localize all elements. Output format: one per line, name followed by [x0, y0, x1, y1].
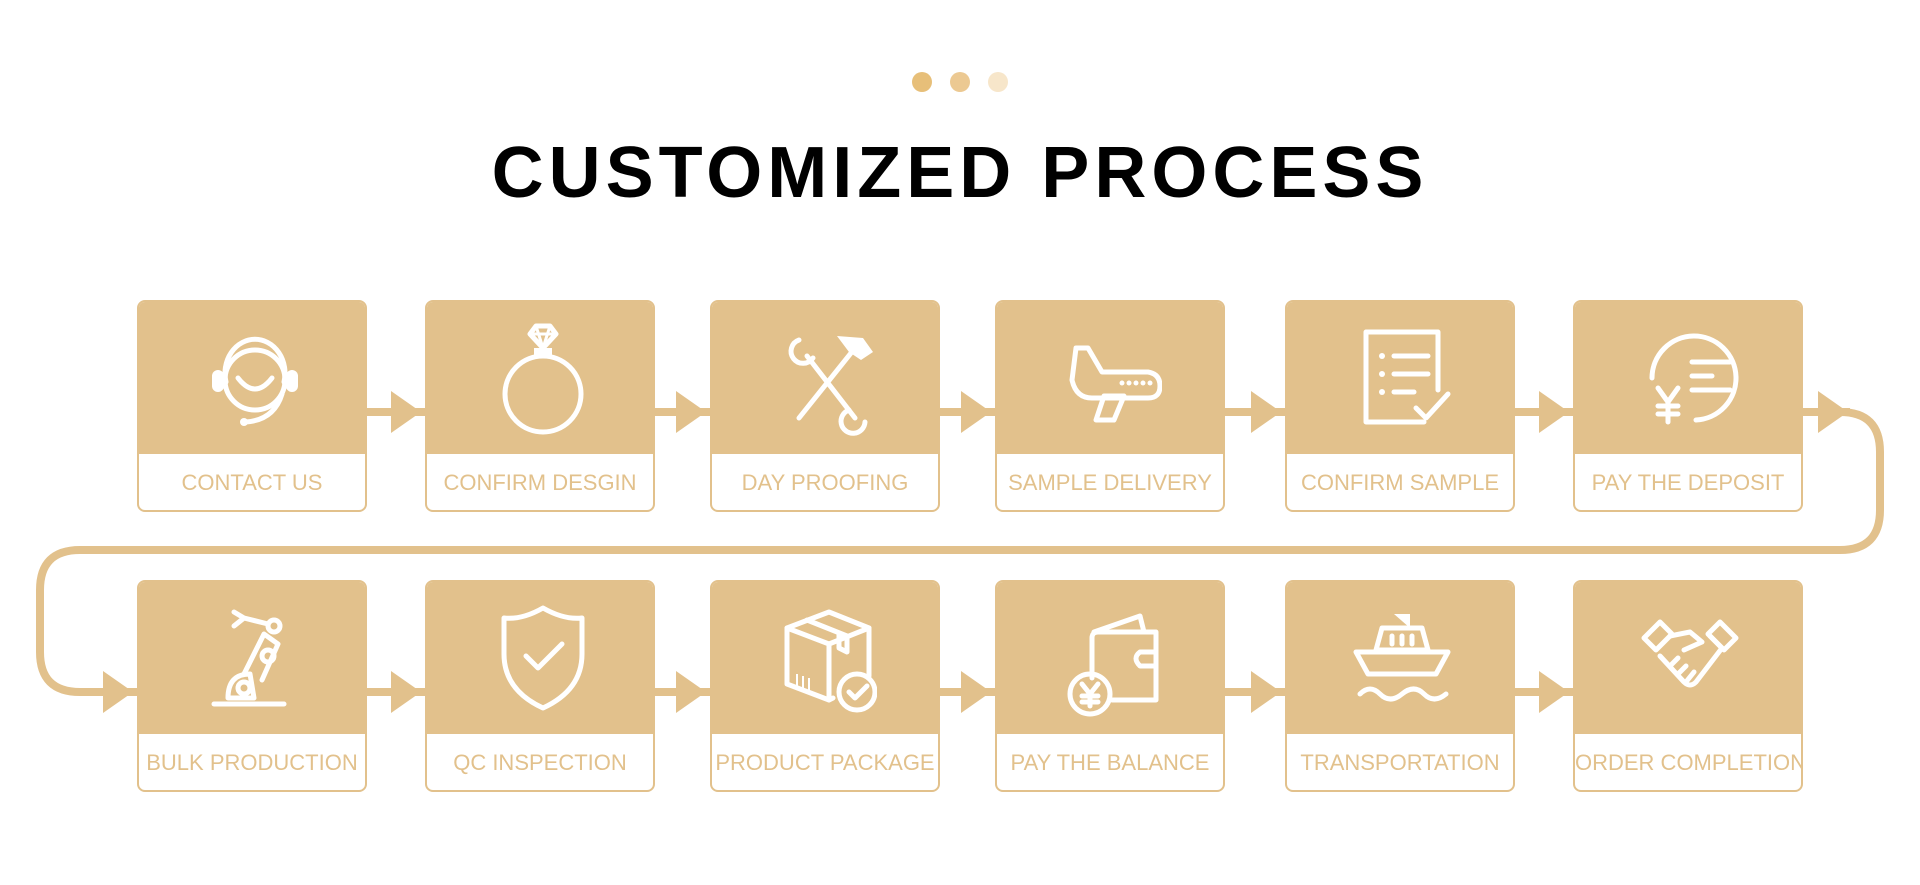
arrow-icon	[391, 391, 421, 433]
process-step-7: BULK PRODUCTION	[137, 580, 367, 792]
process-step-4: SAMPLE DELIVERY	[995, 300, 1225, 512]
process-step-3: DAY PROOFING	[710, 300, 940, 512]
arrow-icon	[1539, 391, 1569, 433]
step-icon-panel	[1575, 582, 1801, 734]
step-icon-panel	[997, 302, 1223, 454]
process-step-5: CONFIRM SAMPLE	[1285, 300, 1515, 512]
step-label: PRODUCT PACKAGE	[715, 750, 935, 775]
process-step-2: CONFIRM DESGIN	[425, 300, 655, 512]
process-step-8: QC INSPECTION	[425, 580, 655, 792]
process-step-12: ORDER COMPLETION	[1573, 580, 1803, 792]
arrow-icon	[1251, 391, 1281, 433]
process-step-9: PRODUCT PACKAGE	[710, 580, 940, 792]
step-icon-panel	[139, 302, 365, 454]
dot-2	[950, 72, 970, 92]
process-step-1: CONTACT US	[137, 300, 367, 512]
step-label: QC INSPECTION	[453, 750, 627, 775]
step-label: CONTACT US	[181, 470, 323, 495]
step-icon-panel	[712, 302, 938, 454]
step-icon-panel	[1287, 582, 1513, 734]
arrow-icon	[1539, 671, 1569, 713]
arrow-icon	[391, 671, 421, 713]
step-label: PAY THE BALANCE	[1010, 750, 1210, 775]
dot-1	[912, 72, 932, 92]
step-label: SAMPLE DELIVERY	[1008, 470, 1212, 495]
step-label: PAY THE DEPOSIT	[1591, 470, 1785, 495]
step-icon-panel	[427, 582, 653, 734]
pagination-dots	[0, 72, 1920, 96]
page-title: CUSTOMIZED PROCESS	[491, 133, 1429, 213]
step-label: CONFIRM DESGIN	[443, 470, 637, 495]
step-label: ORDER COMPLETION	[1575, 750, 1803, 775]
loop-connector	[36, 408, 1884, 696]
step-label: BULK PRODUCTION	[146, 750, 358, 775]
step-label: DAY PROOFING	[741, 470, 909, 495]
process-step-10: PAY THE BALANCE	[995, 580, 1225, 792]
process-step-6: PAY THE DEPOSIT	[1573, 300, 1803, 512]
arrow-icon	[103, 671, 133, 713]
process-step-11: TRANSPORTATION	[1285, 580, 1515, 792]
step-icon-panel	[997, 582, 1223, 734]
arrow-icon	[961, 671, 991, 713]
arrow-icon	[1251, 671, 1281, 713]
dot-3	[988, 72, 1008, 92]
arrow-icon	[1818, 391, 1848, 433]
step-icon-panel	[1575, 302, 1801, 454]
step-icon-panel	[712, 582, 938, 734]
step-label: CONFIRM SAMPLE	[1300, 470, 1500, 495]
step-label: TRANSPORTATION	[1300, 750, 1500, 775]
arrow-icon	[676, 671, 706, 713]
step-icon-panel	[427, 302, 653, 454]
step-icon-panel	[1287, 302, 1513, 454]
step-icon-panel	[139, 582, 365, 734]
arrow-icon	[676, 391, 706, 433]
arrow-icon	[961, 391, 991, 433]
